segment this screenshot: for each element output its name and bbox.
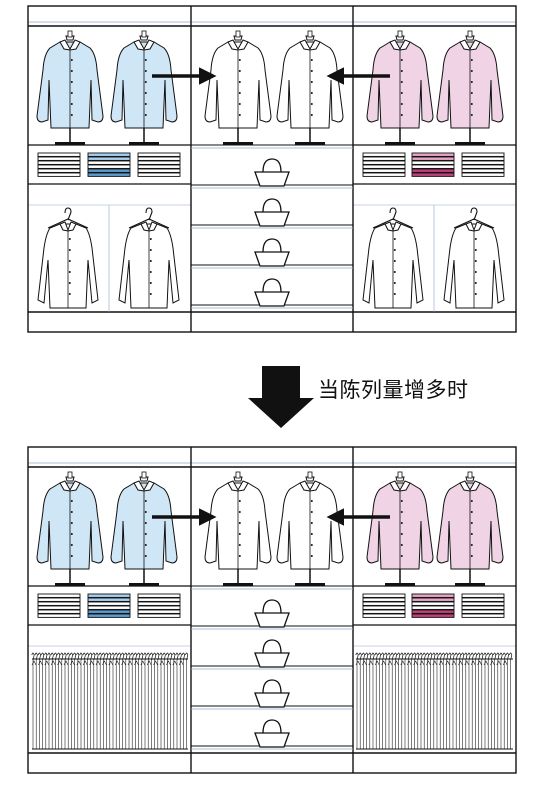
handbag-icon xyxy=(254,599,290,628)
folded-stack-icon xyxy=(37,152,81,177)
down-arrow-icon xyxy=(248,366,314,428)
hanging-rack-icon xyxy=(31,652,189,750)
folded-stack-icon xyxy=(362,152,406,177)
mannequin-shirt-icon xyxy=(366,471,434,586)
hanging-shirt-icon xyxy=(37,207,99,309)
folded-stack-icon xyxy=(411,593,455,618)
fixture-after xyxy=(27,446,517,774)
mannequin-shirt-icon xyxy=(36,30,104,145)
hanging-rack-icon xyxy=(355,652,513,750)
caption: 当陈列量增多时 xyxy=(318,378,469,402)
folded-stack-icon xyxy=(362,593,406,618)
folded-stack-icon xyxy=(461,593,505,618)
hanging-shirt-icon xyxy=(443,207,505,309)
handbag-icon xyxy=(254,198,290,227)
mannequin-shirt-icon xyxy=(110,471,178,586)
folded-stack-icon xyxy=(137,593,181,618)
mannequin-shirt-icon xyxy=(436,30,504,145)
mannequin-shirt-icon xyxy=(204,30,272,145)
hanging-shirt-icon xyxy=(118,207,180,309)
handbag-icon xyxy=(254,639,290,668)
mannequin-shirt-icon xyxy=(366,30,434,145)
folded-stack-icon xyxy=(87,593,131,618)
handbag-icon xyxy=(254,679,290,708)
folded-stack-icon xyxy=(37,593,81,618)
handbag-icon xyxy=(254,158,290,187)
handbag-icon xyxy=(254,278,290,307)
handbag-icon xyxy=(254,719,290,748)
handbag-icon xyxy=(254,238,290,267)
folded-stack-icon xyxy=(137,152,181,177)
folded-stack-icon xyxy=(87,152,131,177)
mannequin-shirt-icon xyxy=(276,471,344,586)
mannequin-shirt-icon xyxy=(36,471,104,586)
fixture-before xyxy=(27,5,517,333)
mannequin-shirt-icon xyxy=(276,30,344,145)
folded-stack-icon xyxy=(411,152,455,177)
mannequin-shirt-icon xyxy=(110,30,178,145)
mannequin-shirt-icon xyxy=(436,471,504,586)
mannequin-shirt-icon xyxy=(204,471,272,586)
folded-stack-icon xyxy=(461,152,505,177)
hanging-shirt-icon xyxy=(362,207,424,309)
